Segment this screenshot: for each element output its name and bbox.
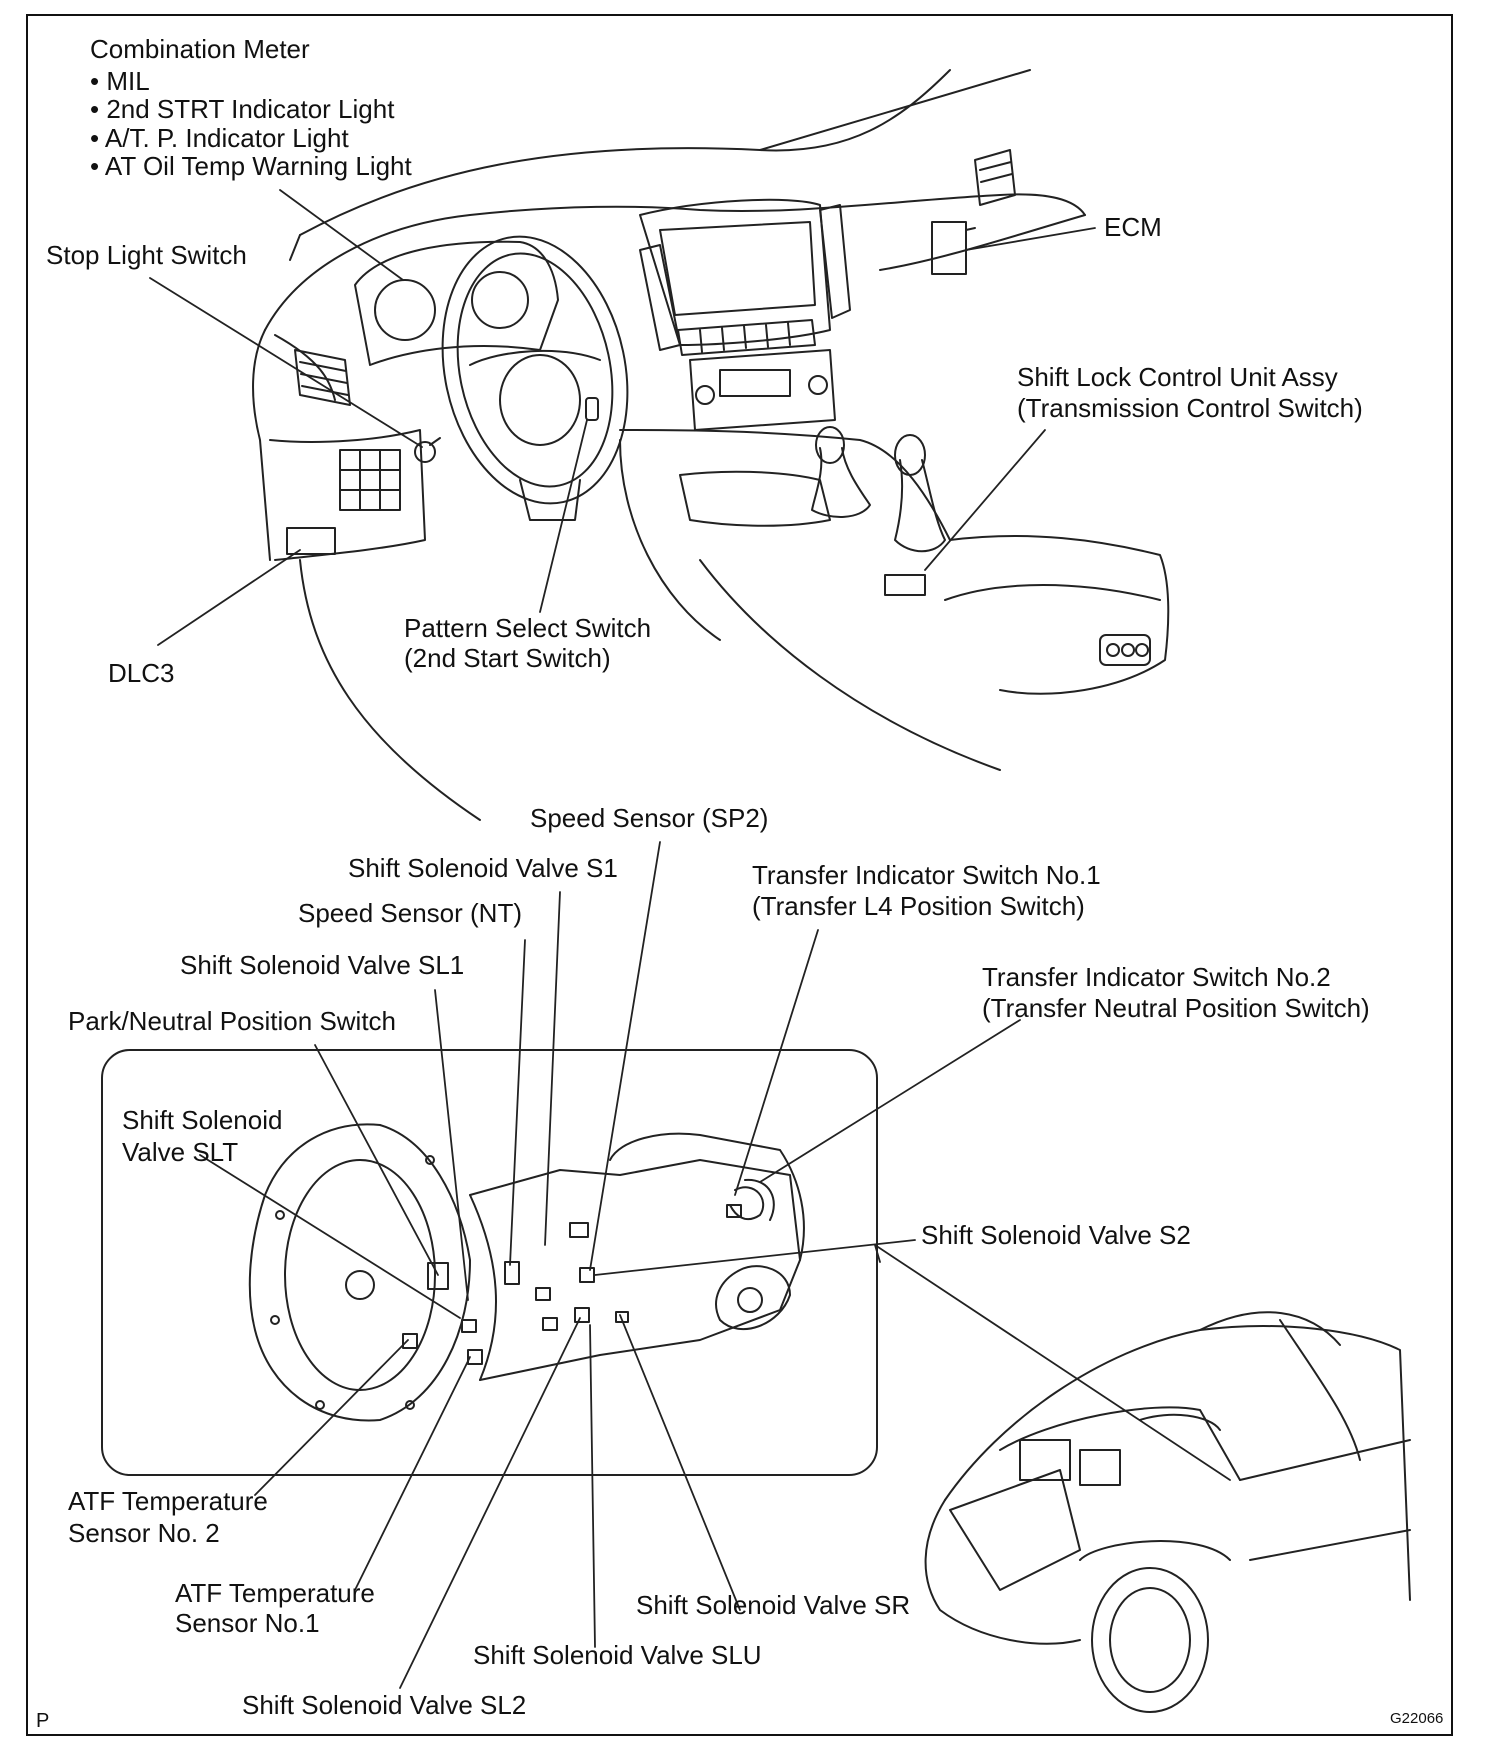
- combination-meter-item-2nd-strt: 2nd STRT Indicator Light: [90, 94, 394, 124]
- corner-mark: P: [36, 1710, 50, 1732]
- label-atf-no1-line2: Sensor No.1: [175, 1608, 320, 1638]
- label-shift-lock-line1: Shift Lock Control Unit Assy: [1017, 362, 1338, 392]
- combination-meter-item-mil: MIL: [90, 66, 150, 96]
- label-pattern-select-line2: (2nd Start Switch): [404, 643, 611, 673]
- label-shift-solenoid-sl1: Shift Solenoid Valve SL1: [180, 950, 465, 980]
- label-shift-solenoid-s2: Shift Solenoid Valve S2: [921, 1220, 1191, 1250]
- label-atf-no2-line1: ATF Temperature: [68, 1486, 268, 1516]
- combination-meter-item-text: A/T. P. Indicator Light: [104, 123, 349, 153]
- label-shift-solenoid-slu: Shift Solenoid Valve SLU: [473, 1640, 762, 1670]
- dashboard-illustration: [252, 69, 1170, 821]
- transmission-callout-box: [101, 1049, 878, 1476]
- label-ecm: ECM: [1104, 212, 1162, 242]
- label-atf-no1-line1: ATF Temperature: [175, 1578, 375, 1608]
- combination-meter-item-text: MIL: [106, 66, 150, 96]
- combination-meter-item-atp: A/T. P. Indicator Light: [90, 123, 349, 153]
- label-dlc3: DLC3: [108, 658, 175, 688]
- combination-meter-title: Combination Meter: [90, 34, 310, 64]
- combination-meter-item-oil-temp: AT Oil Temp Warning Light: [90, 151, 412, 181]
- label-pattern-select-line1: Pattern Select Switch: [404, 613, 652, 643]
- label-shift-solenoid-sr: Shift Solenoid Valve SR: [636, 1590, 911, 1620]
- label-transfer-no1-line1: Transfer Indicator Switch No.1: [752, 860, 1101, 890]
- label-transfer-no2-line2: (Transfer Neutral Position Switch): [982, 993, 1370, 1023]
- combination-meter-item-text: AT Oil Temp Warning Light: [104, 151, 412, 181]
- label-transfer-no2-line1: Transfer Indicator Switch No.2: [982, 962, 1331, 992]
- label-slt-line1: Shift Solenoid: [122, 1105, 283, 1135]
- label-shift-solenoid-sl2: Shift Solenoid Valve SL2: [242, 1690, 527, 1720]
- label-speed-sensor-nt: Speed Sensor (NT): [298, 898, 522, 928]
- transmission-illustration: [248, 1123, 805, 1422]
- label-shift-solenoid-s1: Shift Solenoid Valve S1: [348, 853, 618, 883]
- label-speed-sensor-sp2: Speed Sensor (SP2): [530, 803, 769, 833]
- label-stop-light-switch: Stop Light Switch: [46, 240, 247, 270]
- vehicle-illustration: [924, 1311, 1411, 1713]
- figure-code: G22066: [1390, 1710, 1444, 1727]
- label-park-neutral-switch: Park/Neutral Position Switch: [68, 1006, 397, 1036]
- combination-meter-item-text: 2nd STRT Indicator Light: [106, 94, 395, 124]
- diagram-frame: [26, 14, 1453, 1736]
- label-atf-no2-line2: Sensor No. 2: [68, 1518, 220, 1548]
- label-slt-line2: Valve SLT: [122, 1137, 239, 1167]
- leader-lines: [149, 189, 1231, 1689]
- label-transfer-no1-line2: (Transfer L4 Position Switch): [752, 891, 1085, 921]
- label-shift-lock-line2: (Transmission Control Switch): [1017, 393, 1363, 423]
